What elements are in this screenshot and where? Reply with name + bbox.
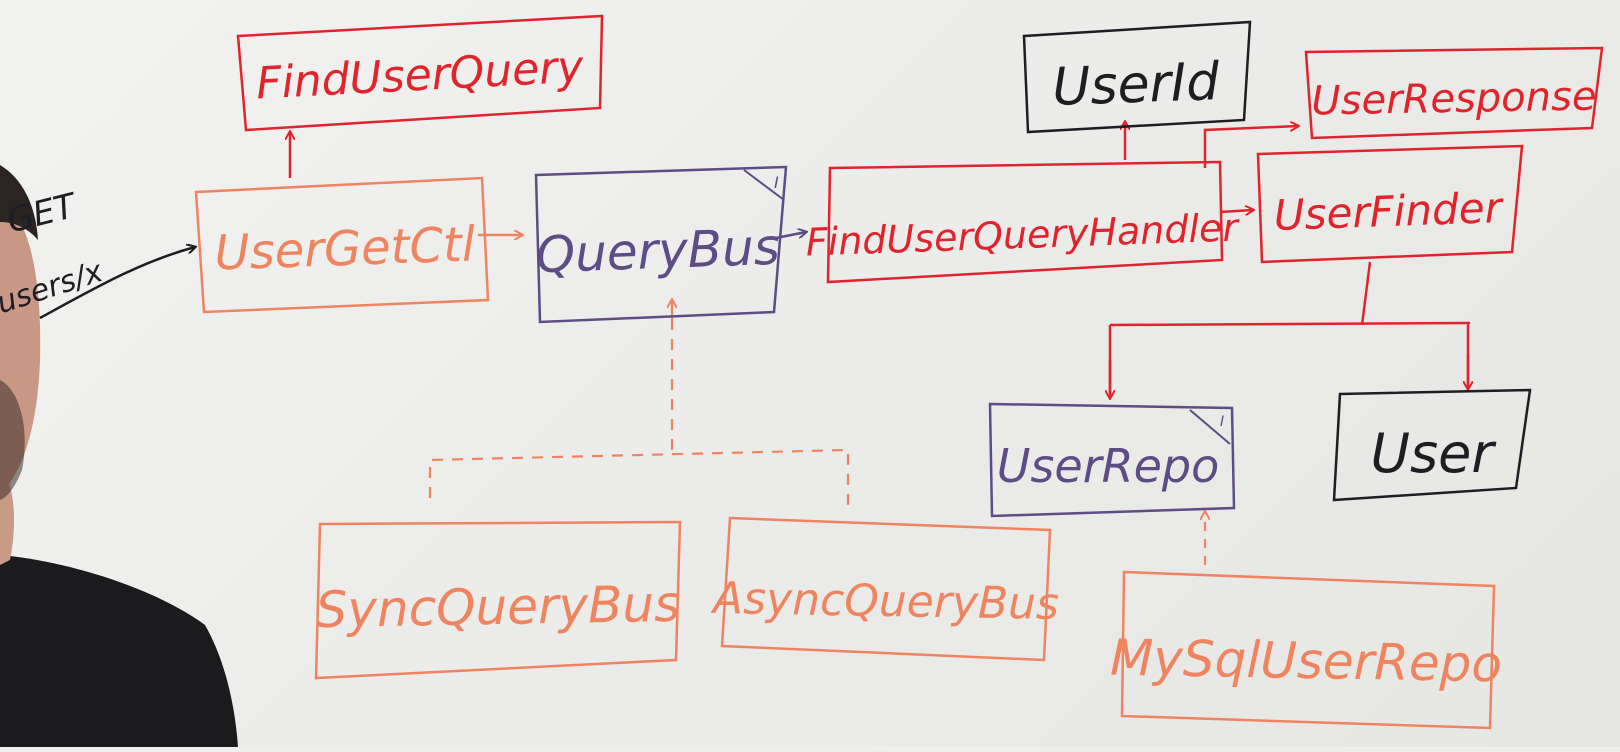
sync-query-bus-box — [314, 520, 682, 680]
user-get-ctl-label: UserGetCtl — [214, 216, 477, 281]
presenter — [0, 165, 238, 747]
user-get-ctl-box — [194, 176, 490, 314]
arrow-finder-to-repo-and-user — [1108, 261, 1471, 395]
node-user-get-ctl: UserGetCtl — [194, 176, 490, 314]
query-bus-box — [534, 165, 788, 324]
node-async-query-bus: AsyncQueryBus — [710, 516, 1060, 662]
node-mysql-user-repo: MySqlUserRepo — [1110, 570, 1503, 730]
node-user-id: UserId — [1022, 20, 1252, 134]
presenter-beard — [0, 380, 25, 500]
user-repo-interface-corner — [1189, 409, 1231, 445]
user-label: User — [1370, 422, 1496, 485]
node-user-response: UserResponse — [1304, 46, 1604, 140]
user-repo-interface-marker: I — [1220, 414, 1224, 430]
find-user-query-box — [236, 14, 604, 132]
user-repo-box — [988, 402, 1236, 518]
user-response-box — [1304, 46, 1604, 140]
node-query-bus: I QueryBus — [534, 165, 788, 324]
user-finder-label: UserFinder — [1273, 183, 1505, 240]
async-query-bus-box — [720, 516, 1052, 662]
query-bus-label: QueryBus — [535, 218, 781, 284]
node-user: User — [1332, 388, 1532, 502]
user-box — [1332, 388, 1532, 502]
find-user-query-handler-box — [826, 160, 1224, 284]
sync-query-bus-label: SyncQueryBus — [315, 575, 680, 639]
node-find-user-query: FindUserQuery — [236, 14, 604, 132]
find-user-query-handler-label: FindUserQueryHandler — [805, 205, 1241, 264]
arrow-handler-to-userresponse — [1203, 126, 1298, 168]
async-query-bus-label: AsyncQueryBus — [710, 573, 1060, 630]
query-bus-interface-corner — [743, 169, 785, 201]
mysql-user-repo-label: MySqlUserRepo — [1110, 629, 1503, 694]
node-find-user-query-handler: FindUserQueryHandler — [805, 160, 1241, 284]
presenter-body — [0, 555, 238, 747]
user-id-box — [1022, 20, 1252, 134]
request-arrow — [39, 247, 195, 320]
query-bus-interface-marker: I — [774, 173, 779, 192]
user-response-label: UserResponse — [1311, 74, 1597, 125]
node-user-finder: UserFinder — [1256, 144, 1524, 264]
mysql-user-repo-box — [1120, 570, 1496, 730]
implements-querybus-dashed — [428, 300, 850, 512]
connectors — [290, 122, 1470, 565]
node-sync-query-bus: SyncQueryBus — [314, 520, 682, 680]
user-id-label: UserId — [1051, 52, 1221, 118]
user-finder-box — [1256, 144, 1524, 264]
node-user-repo: I UserRepo — [988, 402, 1236, 518]
find-user-query-label: FindUserQuery — [255, 41, 586, 109]
presenter-hair — [0, 165, 38, 240]
user-repo-label: UserRepo — [997, 439, 1219, 493]
arrow-handler-to-userfinder — [1219, 210, 1253, 212]
